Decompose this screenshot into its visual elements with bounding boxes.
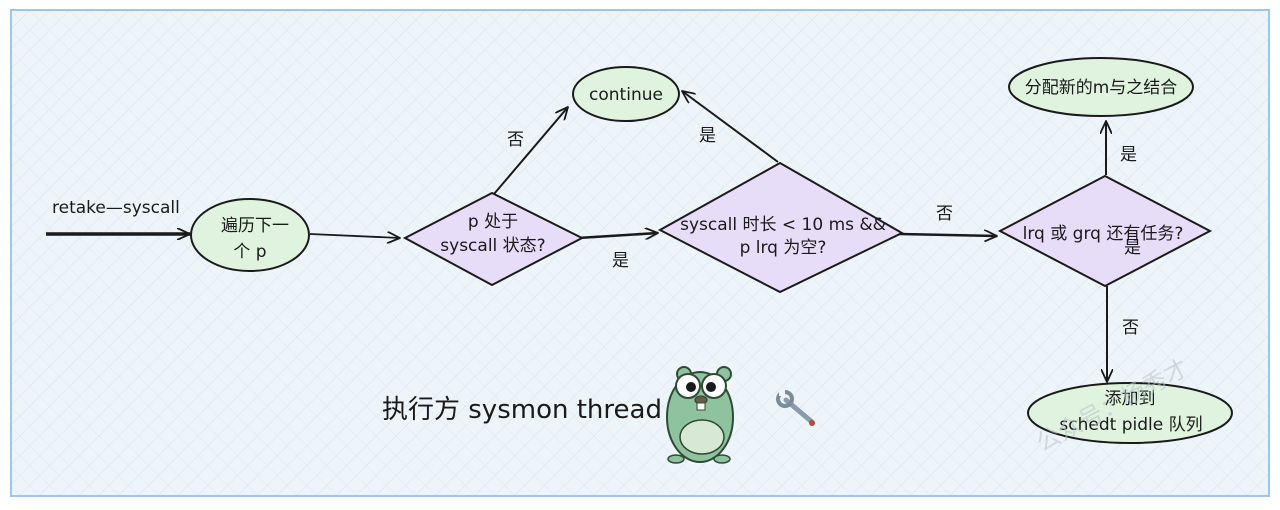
node-lrq-grq-label: lrq 或 grq 还有任务? <box>1023 224 1184 244</box>
edge-label-tasks-yes: 是 <box>1120 145 1137 165</box>
edge-iterate-to-p-check <box>309 234 400 238</box>
executor-label: 执行方 sysmon thread <box>382 395 662 425</box>
node-syscall-duration-line2: p lrq 为空? <box>740 238 827 258</box>
node-iterate-next-p-line2: 个 p <box>233 242 266 262</box>
entry-label: retake—syscall <box>52 198 180 218</box>
diagram-frame <box>10 9 1270 497</box>
node-p-in-syscall-decision <box>402 191 585 287</box>
node-p-in-syscall-line1: p 处于 <box>468 212 518 232</box>
edge-p-check-no-to-continue <box>493 107 568 195</box>
node-assign-new-m <box>1008 57 1194 117</box>
edge-p-check-yes-to-syscall-check <box>577 233 658 238</box>
edge-label-tasks-no: 否 <box>1122 318 1139 338</box>
wrench-icon <box>776 390 815 426</box>
edge-label-p-yes: 是 <box>612 251 629 271</box>
node-syscall-duration-line1: syscall 时长 < 10 ms && <box>680 215 886 235</box>
edge-label-tasks-yes-overlap: 是 <box>1124 238 1141 258</box>
node-add-to-pidle <box>1027 382 1233 444</box>
node-assign-new-m-label: 分配新的m与之结合 <box>1025 78 1178 98</box>
node-iterate-next-p <box>190 198 310 272</box>
node-add-to-pidle-line1: 添加到 <box>1105 389 1156 409</box>
edge-syscall-check-yes-to-continue <box>682 91 779 163</box>
node-add-to-pidle-line2: schedt pidle 队列 <box>1059 415 1202 435</box>
gopher-icon <box>666 366 734 464</box>
edge-label-p-no: 否 <box>507 130 524 150</box>
node-continue-label: continue <box>589 85 663 105</box>
node-p-in-syscall-line2: syscall 状态? <box>440 236 545 256</box>
node-continue <box>572 66 680 122</box>
edge-syscall-check-no-to-tasks <box>899 234 997 236</box>
edge-label-check-yes: 是 <box>699 126 716 146</box>
node-lrq-grq-decision <box>997 174 1213 288</box>
node-syscall-duration-decision <box>657 161 905 294</box>
node-iterate-next-p-line1: 遍历下一 <box>221 216 289 236</box>
edge-label-check-no: 否 <box>936 204 953 224</box>
